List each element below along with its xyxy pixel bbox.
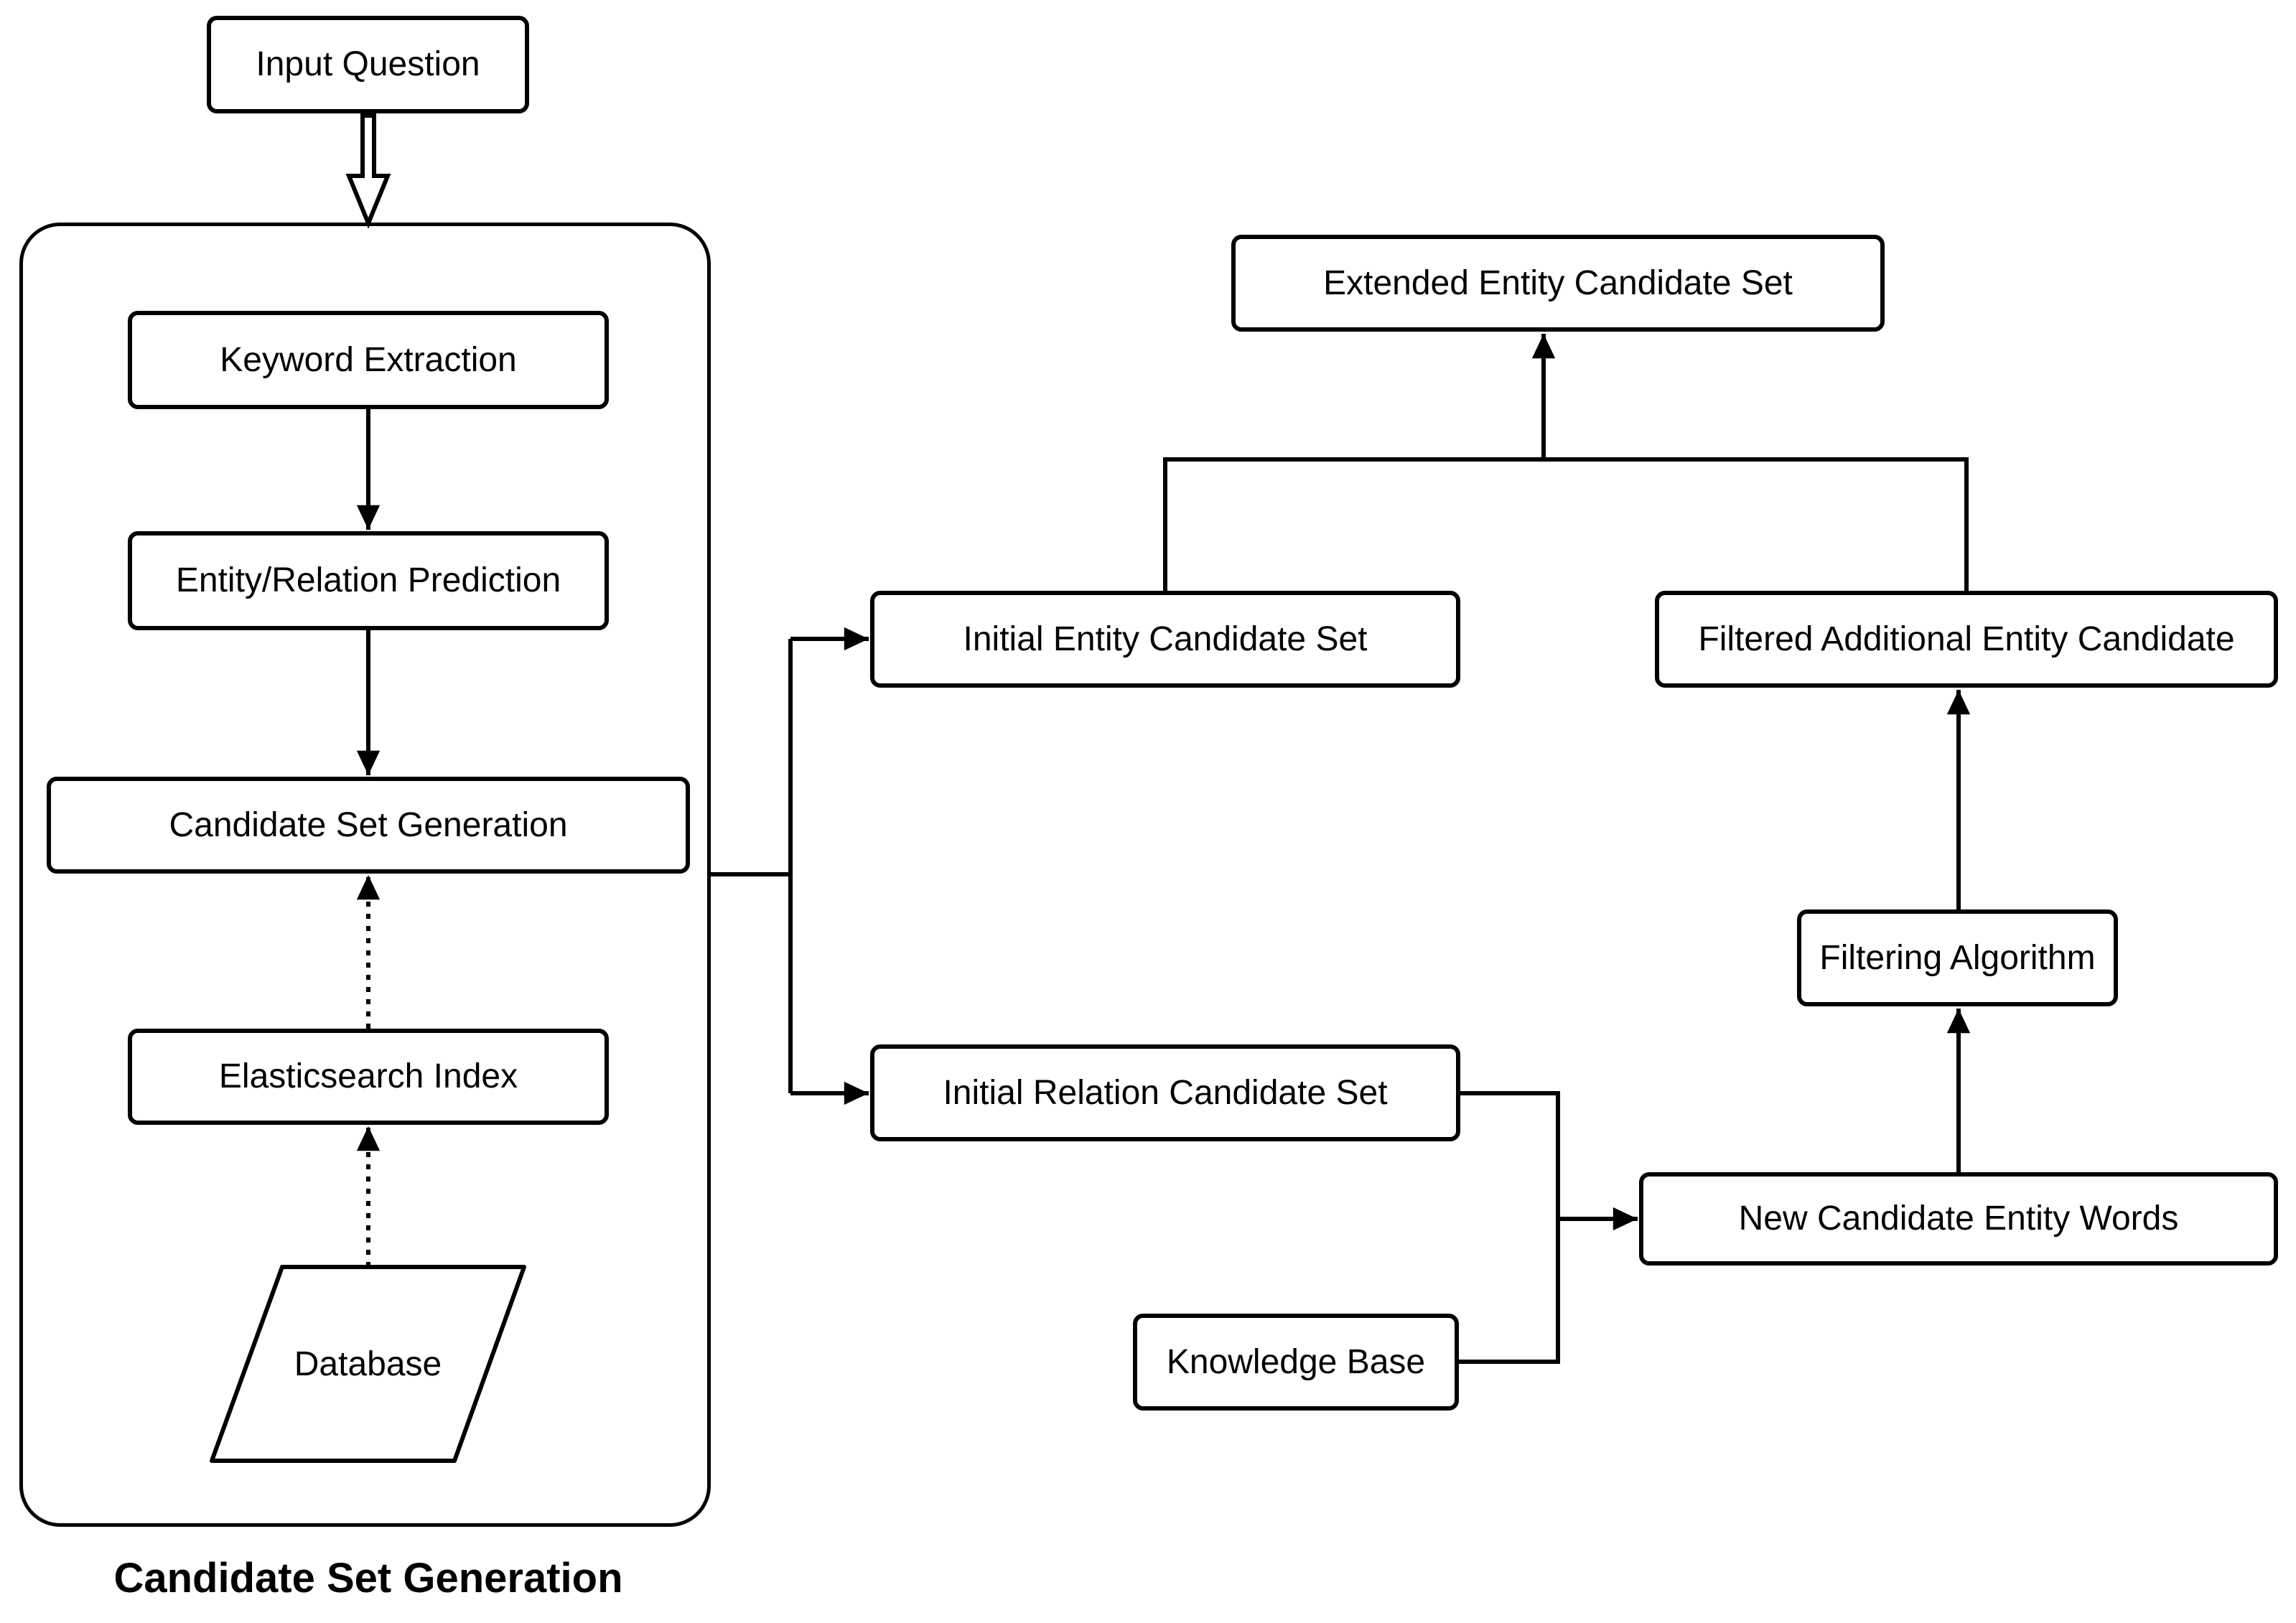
node-keyword-extraction: Keyword Extraction (128, 311, 609, 409)
node-entity-relation-prediction: Entity/Relation Prediction (128, 531, 609, 630)
node-extended-entity-candidate-set-label: Extended Entity Candidate Set (1323, 263, 1793, 302)
node-database-label: Database (294, 1344, 442, 1383)
node-initial-entity-candidate-set-label: Initial Entity Candidate Set (963, 619, 1368, 658)
node-elasticsearch-index: Elasticsearch Index (128, 1029, 609, 1125)
node-database: Database (212, 1267, 524, 1461)
node-initial-relation-candidate-set: Initial Relation Candidate Set (870, 1044, 1460, 1141)
connector-merge-to-extended (1163, 457, 1969, 591)
group-candidate-set-generation (19, 223, 711, 1527)
node-extended-entity-candidate-set: Extended Entity Candidate Set (1231, 235, 1885, 332)
node-filtered-additional-entity-candidate-label: Filtered Additional Entity Candidate (1698, 619, 2235, 658)
connector-relation-kb-merge (1459, 1091, 1560, 1364)
group-caption-text: Candidate Set Generation (113, 1554, 623, 1601)
node-filtering-algorithm-label: Filtering Algorithm (1819, 938, 2096, 977)
node-new-candidate-entity-words: New Candidate Entity Words (1639, 1172, 2278, 1266)
node-initial-entity-candidate-set: Initial Entity Candidate Set (870, 591, 1460, 688)
node-candidate-set-generation-label: Candidate Set Generation (169, 805, 568, 844)
node-entity-relation-prediction-label: Entity/Relation Prediction (175, 561, 561, 600)
node-filtered-additional-entity-candidate: Filtered Additional Entity Candidate (1655, 591, 2278, 688)
node-keyword-extraction-label: Keyword Extraction (220, 340, 517, 379)
node-elasticsearch-index-label: Elasticsearch Index (218, 1057, 518, 1096)
node-knowledge-base: Knowledge Base (1133, 1314, 1459, 1411)
node-initial-relation-candidate-set-label: Initial Relation Candidate Set (943, 1073, 1388, 1112)
node-knowledge-base-label: Knowledge Base (1166, 1342, 1426, 1381)
node-candidate-set-generation: Candidate Set Generation (47, 777, 690, 874)
node-filtering-algorithm: Filtering Algorithm (1797, 909, 2118, 1006)
group-caption: Candidate Set Generation (9, 1549, 727, 1606)
double-arrow-input-to-group (345, 113, 391, 229)
database-parallelogram-shape (210, 1265, 526, 1463)
node-new-candidate-entity-words-label: New Candidate Entity Words (1738, 1199, 2179, 1238)
node-input-question-label: Input Question (256, 45, 480, 84)
node-input-question: Input Question (207, 16, 529, 113)
connector-branch-from-candidate (711, 639, 793, 1093)
